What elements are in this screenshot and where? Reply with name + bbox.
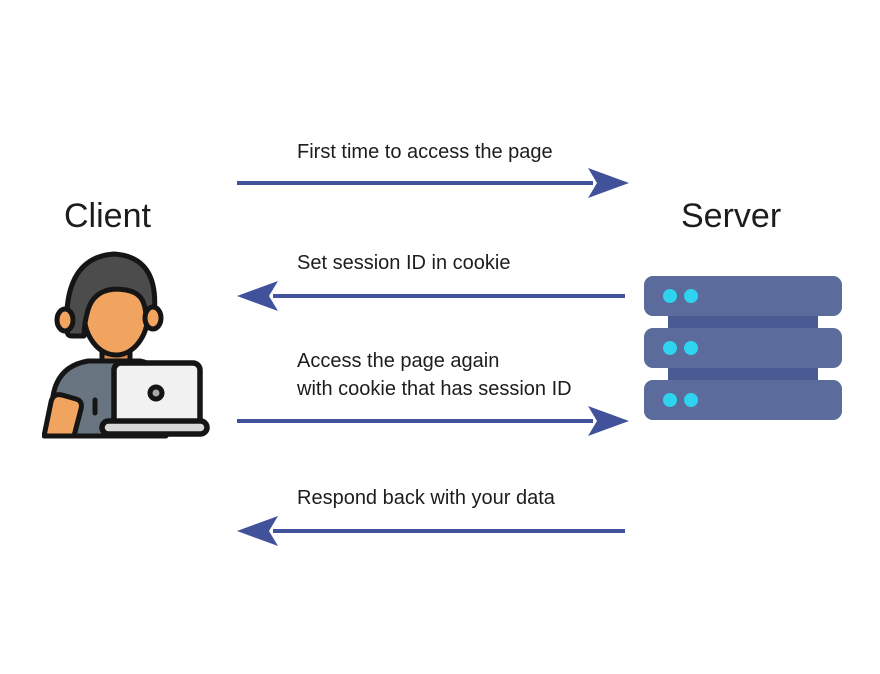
- server-unit-1: [644, 276, 842, 316]
- server-label: Server: [681, 197, 782, 235]
- arrow-head: [237, 281, 278, 311]
- server-stack-icon: [644, 276, 842, 420]
- arrow-head: [588, 168, 629, 198]
- server-led: [663, 289, 677, 303]
- person-hair: [64, 251, 158, 339]
- message-2-label: Set session ID in cookie: [297, 252, 511, 274]
- server-led: [663, 393, 677, 407]
- person-with-laptop-icon: [42, 251, 210, 439]
- message-1-label: First time to access the page: [297, 141, 553, 163]
- person-forearm: [42, 392, 84, 439]
- message-3-line-2: with cookie that has session ID: [297, 378, 572, 400]
- arrow-head: [588, 406, 629, 436]
- server-led: [684, 393, 698, 407]
- laptop-logo-center: [152, 389, 160, 397]
- laptop-base: [99, 418, 210, 437]
- message-4-label: Respond back with your data: [297, 487, 555, 509]
- server-led: [684, 341, 698, 355]
- person-ear-right: [142, 304, 164, 332]
- client-label: Client: [64, 197, 151, 235]
- message-1-arrow-right-icon: [237, 168, 629, 198]
- server-led: [684, 289, 698, 303]
- message-3-label: Access the page again with cookie that h…: [297, 347, 572, 403]
- message-4-arrow-left-icon: [237, 516, 625, 546]
- person-ear-left: [54, 306, 76, 334]
- message-2-arrow-left-icon: [237, 281, 625, 311]
- server-unit-2: [644, 328, 842, 368]
- arrow-head: [237, 516, 278, 546]
- server-led: [663, 341, 677, 355]
- message-3-line-1: Access the page again: [297, 350, 500, 372]
- message-3-arrow-right-icon: [237, 406, 629, 436]
- server-unit-3: [644, 380, 842, 420]
